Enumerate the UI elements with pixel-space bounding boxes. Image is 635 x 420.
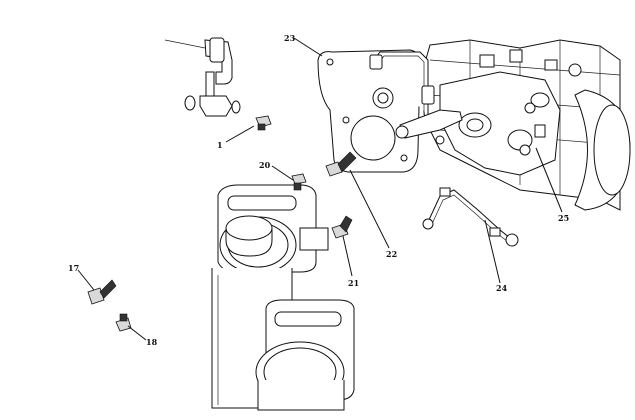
- filter-housing-lower: [255, 299, 355, 411]
- fuel-pump-assembly: [419, 39, 631, 211]
- return-line-elbow: [164, 37, 241, 117]
- bolt-20: [291, 173, 307, 191]
- callout-23: 23: [284, 33, 296, 43]
- callout-18: 18: [146, 337, 158, 347]
- callout-labels: 1 17 18 20 21 22 23 24 25: [68, 33, 569, 347]
- bolt-22: [325, 151, 357, 177]
- bolt-21: [331, 215, 353, 239]
- callout-24: 24: [496, 283, 508, 293]
- bolt-1: [255, 115, 272, 131]
- callout-20: 20: [259, 160, 271, 170]
- callout-17: 17: [68, 263, 79, 273]
- callout-1: 1: [217, 140, 223, 150]
- callout-22: 22: [386, 249, 397, 259]
- leader-lines: [77, 37, 563, 341]
- filter-housing-upper: [217, 184, 329, 274]
- fuel-pipe-upper: [369, 51, 463, 145]
- callout-25: 25: [558, 213, 569, 223]
- callout-21: 21: [348, 278, 359, 288]
- bolt-18: [115, 313, 132, 332]
- bolt-17: [87, 279, 117, 305]
- fuel-line-24: [422, 187, 519, 247]
